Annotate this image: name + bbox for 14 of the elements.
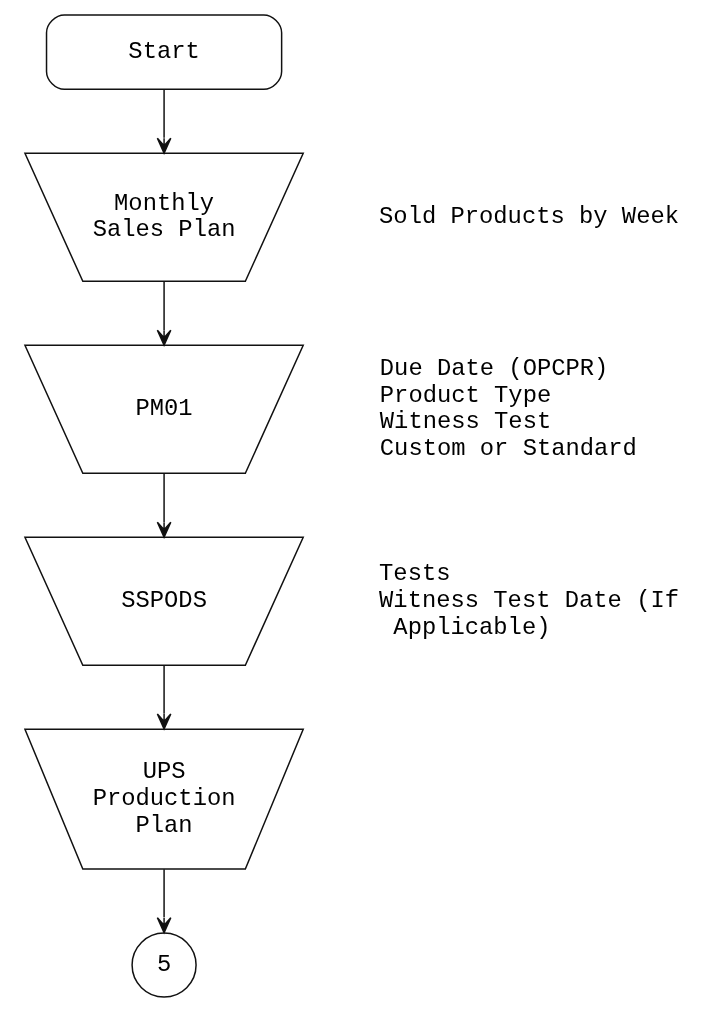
node-box: Start — [45, 13, 282, 90]
node-label: Due Date (OPCPR) — [379, 354, 608, 382]
node-label: Sold Products by Week — [378, 202, 679, 230]
arrow — [156, 472, 172, 538]
node-circle: 5 — [130, 931, 197, 998]
arrow — [156, 868, 172, 933]
arrow — [156, 664, 172, 730]
node-label: Tests — [378, 559, 451, 587]
node-label: Witness Test Date (If Applicable) — [378, 586, 679, 641]
node-label: Custom or Standard — [379, 434, 637, 462]
arrow — [156, 280, 172, 346]
arrow — [156, 88, 172, 154]
node-label: Witness Test — [379, 407, 551, 435]
node-label: Product Type — [379, 381, 551, 409]
